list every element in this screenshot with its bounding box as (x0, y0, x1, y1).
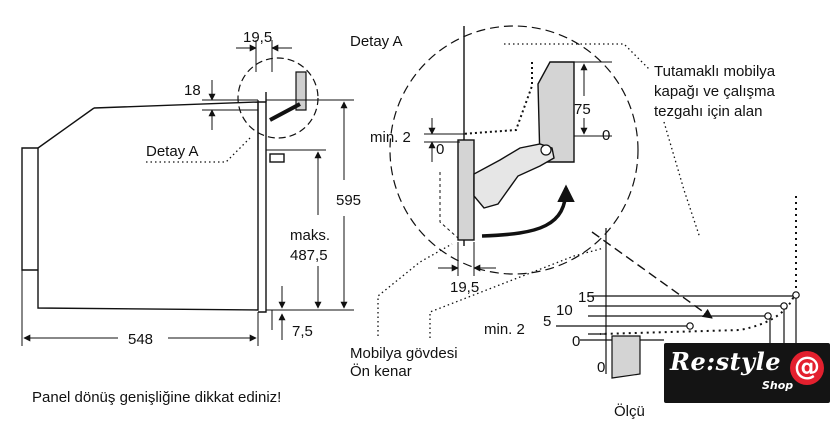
dim-detail-0-right: 0 (602, 127, 610, 144)
detail-a-title: Detay A (350, 33, 403, 50)
door-swing-dashed (439, 172, 459, 239)
oven-handle (269, 153, 285, 163)
dim-detail-0-left: 0 (436, 141, 444, 158)
detail-a-large (389, 25, 639, 275)
body-leader-1 (377, 243, 453, 336)
dim-bottom-gap-label: 7,5 (292, 323, 313, 340)
oven-door-panel (457, 139, 475, 241)
scale-0-bottom-label: 0 (597, 359, 605, 376)
dim-detail-min2-label: min. 2 (370, 129, 411, 146)
body-front-line2: Ön kenar (350, 362, 412, 380)
hinge-pivot (540, 144, 552, 156)
measure-label: Ölçü (614, 402, 645, 420)
logo-sub-text: Shop (762, 379, 794, 392)
scale-dotted-arc (599, 196, 797, 335)
oven-slant-edge (37, 107, 95, 149)
dim-detail-width-label: 19,5 (450, 279, 479, 296)
scale-15-label: 15 (578, 289, 595, 306)
dim-depth-label: 548 (128, 331, 153, 348)
brand-logo: Re:style @ Shop (664, 343, 830, 403)
scale-diagram (556, 196, 800, 379)
dim-detail-75 (574, 61, 612, 137)
detail-a-label: Detay A (146, 143, 199, 160)
detail-a-small (237, 57, 319, 150)
small-hinge-arm (269, 102, 301, 122)
scale-min2-label: min. 2 (484, 321, 525, 338)
dim-height-label: 595 (336, 192, 361, 209)
motion-arrow (481, 184, 575, 238)
scale-5-label: 5 (543, 313, 551, 330)
scale-point-10 (780, 302, 788, 310)
detail-a-circle-small (237, 57, 319, 139)
panel-note: Panel dönüş genişliğine dikkat ediniz! (32, 389, 282, 406)
dim-max (266, 149, 326, 309)
logo-at-icon: @ (790, 351, 824, 385)
dim-depth (21, 270, 259, 346)
dim-top-gap-label: 18 (184, 82, 201, 99)
dim-bottom-gap (271, 286, 286, 340)
dim-top-width (236, 40, 292, 72)
scale-0-label: 0 (572, 333, 580, 350)
scale-point-min2 (686, 322, 694, 330)
dim-height (266, 99, 354, 311)
dim-detail-min2 (424, 118, 466, 162)
furniture-note-line3: tezgahı için alan (654, 103, 762, 120)
furniture-note-line2: kapağı ve çalışma (654, 83, 776, 100)
logo-brand-text: Re:style (670, 347, 782, 376)
oven-door (258, 101, 267, 313)
scale-panel (611, 335, 641, 379)
detail-a-circle-large (389, 25, 639, 275)
hinge-arm (473, 143, 555, 209)
scale-point-5 (764, 312, 772, 320)
dim-top-gap (202, 80, 258, 130)
furniture-leader-1 (504, 43, 651, 71)
oven-side-view (21, 92, 285, 313)
furniture-note-line1: Tutamaklı mobilya (654, 63, 776, 80)
scale-10-label: 10 (556, 302, 573, 319)
logo-at-symbol: @ (794, 352, 820, 382)
furniture-leader-2 (663, 121, 701, 239)
panel-clearance-dotted (461, 62, 533, 135)
scale-point-15 (792, 291, 800, 299)
dim-detail-75-label: 75 (574, 101, 591, 118)
dim-detail-width (438, 242, 496, 276)
oven-body-outline (21, 101, 259, 311)
dim-top-width-label: 19,5 (243, 29, 272, 46)
detail-to-scale-leader (591, 231, 713, 319)
dim-max-label: maks. (290, 227, 330, 244)
dim-max-value: 487,5 (290, 247, 328, 264)
body-front-line1: Mobilya gövdesi (350, 345, 458, 362)
